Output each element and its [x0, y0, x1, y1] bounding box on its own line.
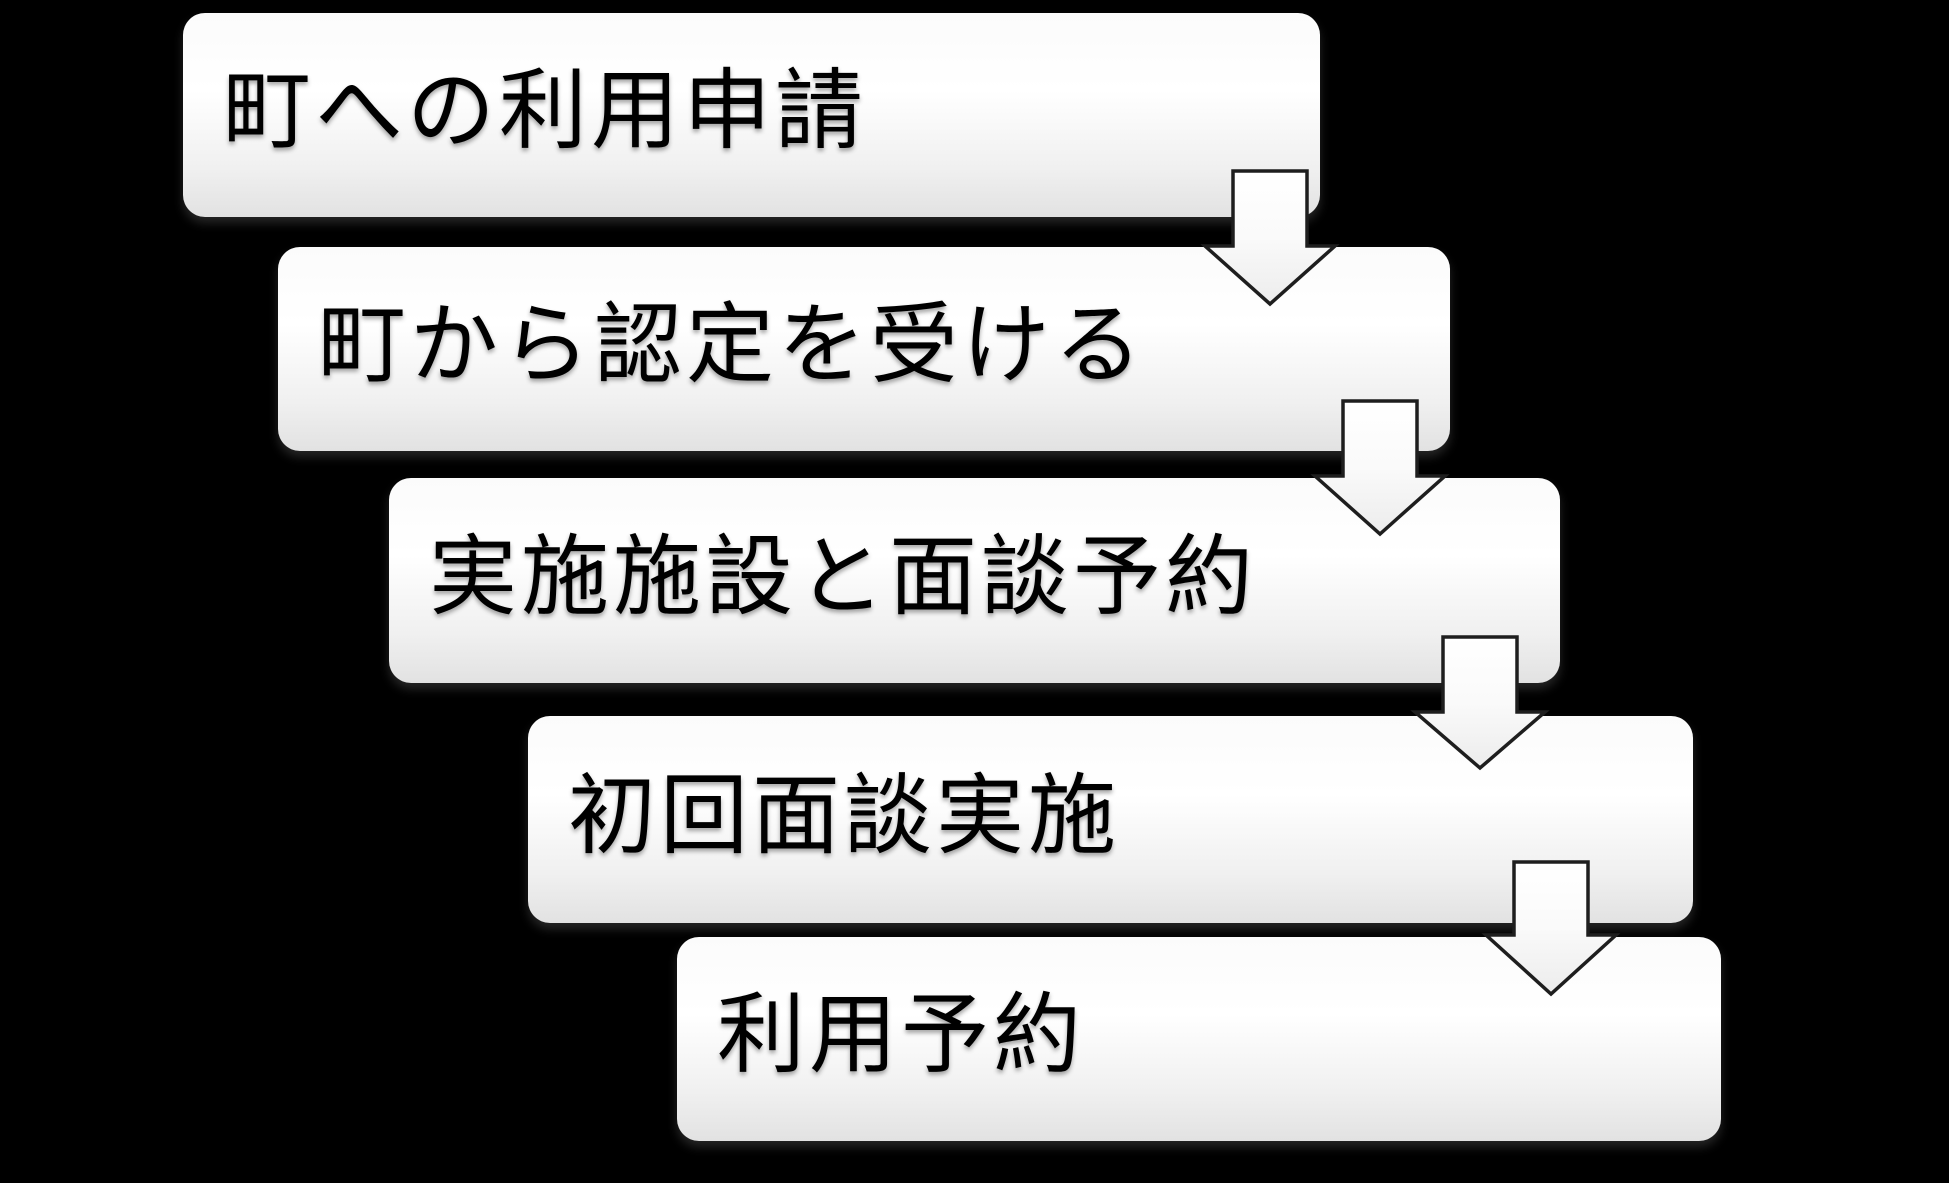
step-box-3: 実施施設と面談予約 — [389, 478, 1560, 683]
step-label-2: 町から認定を受ける — [318, 295, 1147, 394]
step-label-3: 実施施設と面談予約 — [429, 526, 1258, 626]
step-box-5: 利用予約 — [677, 937, 1721, 1141]
step-label-5: 利用予約 — [717, 985, 1086, 1084]
step-box-1: 町への利用申請 — [183, 13, 1320, 217]
step-box-2: 町から認定を受ける — [278, 247, 1450, 451]
step-label-1: 町への利用申請 — [223, 61, 868, 160]
step-label-4: 初回面談実施 — [568, 765, 1121, 865]
step-box-4: 初回面談実施 — [528, 716, 1693, 923]
